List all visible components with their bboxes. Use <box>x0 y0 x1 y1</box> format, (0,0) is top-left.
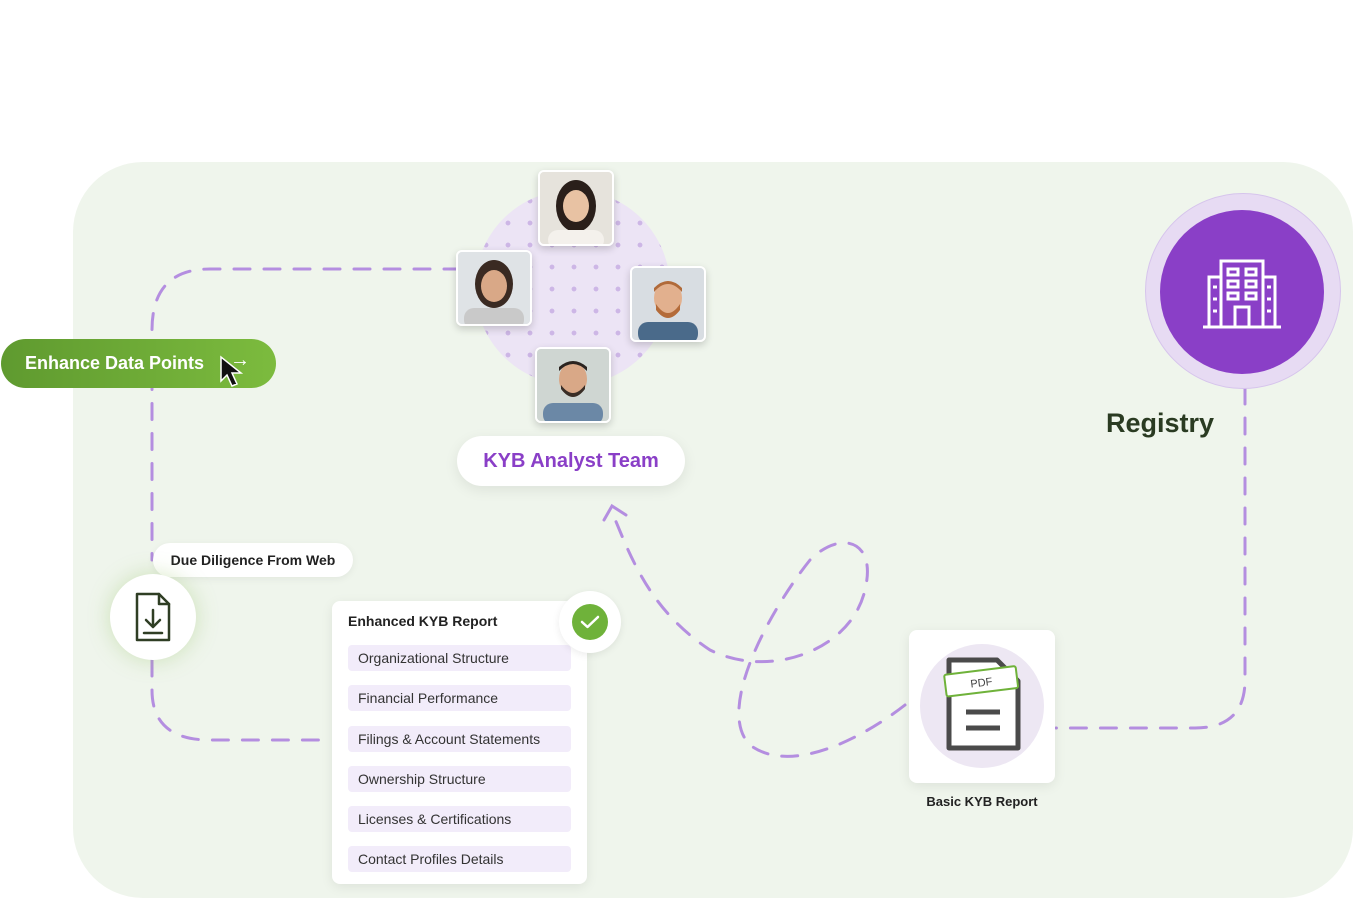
report-item-financial-performance: Financial Performance <box>348 685 571 711</box>
check-icon <box>580 615 600 629</box>
report-item-licenses-certifications: Licenses & Certifications <box>348 806 571 832</box>
mouse-pointer-icon <box>220 355 244 387</box>
analyst-avatar-3 <box>630 266 706 342</box>
pdf-badge-text: PDF <box>970 676 994 691</box>
enhanced-kyb-report-card: Enhanced KYB Report Organizational Struc… <box>332 601 587 884</box>
enhance-button-label: Enhance Data Points <box>25 353 205 373</box>
due-diligence-label: Due Diligence From Web <box>153 543 353 577</box>
pdf-document-icon: PDF <box>943 657 1021 751</box>
analyst-avatar-2 <box>456 250 532 326</box>
report-item-organizational-structure: Organizational Structure <box>348 645 571 671</box>
report-item-contact-profiles: Contact Profiles Details <box>348 846 571 872</box>
arrow-right-icon: → <box>230 349 250 371</box>
file-download-icon <box>135 592 171 642</box>
analyst-avatar-4 <box>535 347 611 423</box>
enhanced-report-title: Enhanced KYB Report <box>348 613 498 629</box>
registry-label: Registry <box>1106 408 1215 438</box>
background-panel <box>73 162 1353 898</box>
basic-kyb-report-card: PDF <box>909 630 1055 783</box>
registry-circle <box>1160 210 1324 374</box>
analyst-avatar-1 <box>538 170 614 246</box>
due-diligence-circle <box>110 574 196 660</box>
report-item-ownership-structure: Ownership Structure <box>348 766 571 792</box>
kyb-analyst-team-label: KYB Analyst Team <box>457 436 685 486</box>
basic-kyb-report-label: Basic KYB Report <box>926 794 1038 809</box>
report-item-filings-statements: Filings & Account Statements <box>348 726 571 752</box>
building-icon <box>1203 259 1281 329</box>
report-status-badge <box>559 591 621 653</box>
